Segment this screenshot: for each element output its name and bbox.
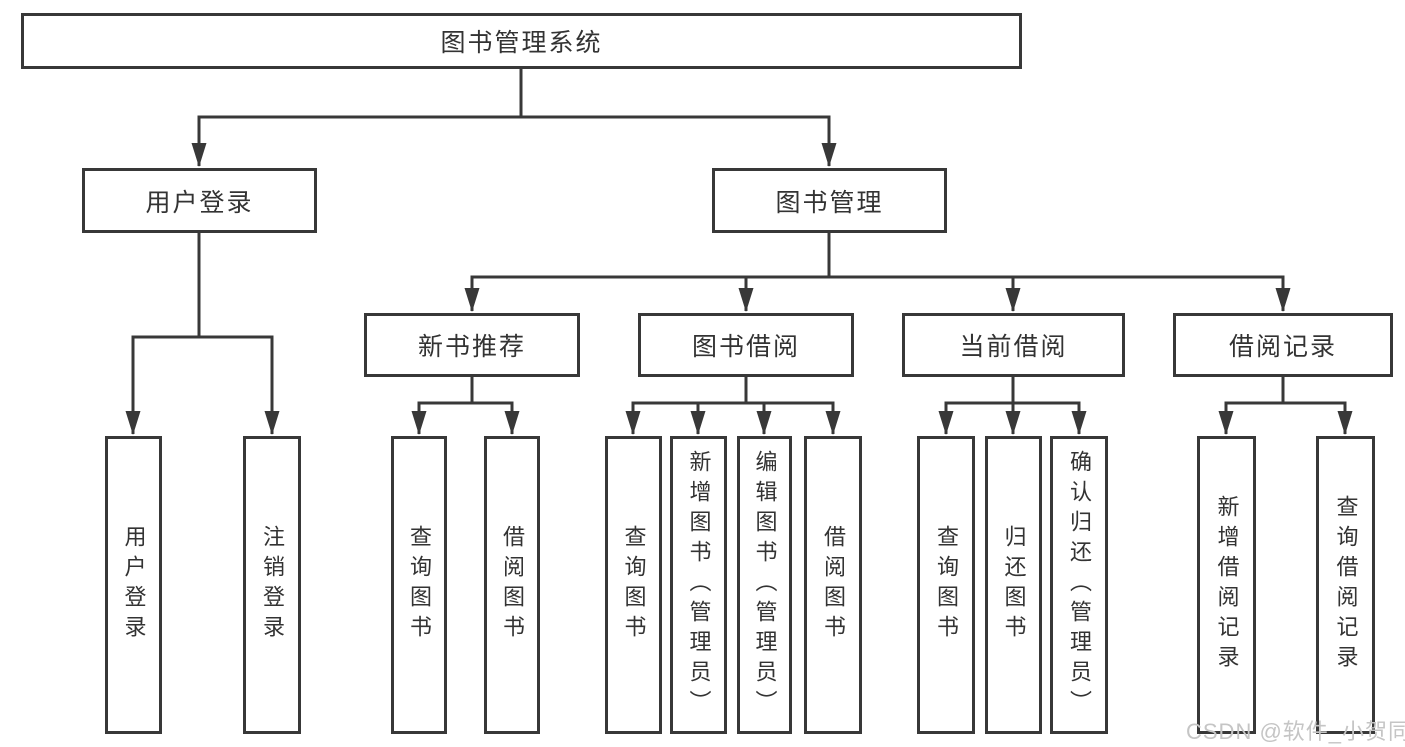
leaf-edit-book-label: 编辑图书（管理员）	[752, 450, 778, 720]
node-borrow-record-label: 借阅记录	[1228, 333, 1337, 361]
leaf-add-borrow-record-label: 新增借阅记录	[1214, 495, 1240, 675]
leaf-borrow-book-recommend-label: 借阅图书	[500, 525, 525, 645]
node-new-book-recommend: 新书推荐	[364, 313, 580, 377]
leaf-query-book-borrow: 查询图书	[605, 436, 662, 734]
leaf-edit-book: 编辑图书（管理员）	[737, 436, 792, 734]
node-new-book-recommend-label: 新书推荐	[417, 333, 526, 361]
leaf-user-login: 用户登录	[105, 436, 162, 734]
leaf-query-borrow-record-label: 查询借阅记录	[1333, 495, 1359, 675]
leaf-logout-label: 注销登录	[260, 525, 285, 645]
leaf-add-book: 新增图书（管理员）	[670, 436, 727, 734]
node-user-login: 用户登录	[82, 168, 317, 233]
leaf-return-book: 归还图书	[985, 436, 1042, 734]
node-book-management-label: 图书管理	[775, 188, 884, 217]
node-book-borrow: 图书借阅	[638, 313, 854, 377]
leaf-add-book-label: 新增图书（管理员）	[686, 450, 712, 720]
node-user-login-label: 用户登录	[145, 188, 254, 217]
connector-group-book-borrow	[625, 377, 841, 435]
leaf-query-book-current: 查询图书	[917, 436, 975, 734]
connector-group-book-mgmt	[464, 233, 1291, 312]
node-book-management: 图书管理	[712, 168, 947, 233]
connector-group-root	[191, 69, 837, 167]
node-book-borrow-label: 图书借阅	[691, 333, 800, 361]
leaf-query-borrow-record: 查询借阅记录	[1316, 436, 1375, 734]
connector-group-user-login	[125, 233, 280, 435]
leaf-borrow-book-label: 借阅图书	[821, 525, 846, 645]
leaf-query-book-recommend: 查询图书	[391, 436, 447, 734]
leaf-query-book-current-label: 查询图书	[934, 525, 959, 645]
node-borrow-record: 借阅记录	[1173, 313, 1393, 377]
leaf-user-login-label: 用户登录	[121, 525, 147, 645]
leaf-return-book-label: 归还图书	[1001, 525, 1027, 645]
leaf-query-book-borrow-label: 查询图书	[621, 525, 647, 645]
leaf-query-book-recommend-label: 查询图书	[407, 525, 432, 645]
node-current-borrow-label: 当前借阅	[959, 333, 1068, 361]
csdn-watermark: CSDN @软件_小贺同学	[1186, 719, 1405, 744]
connector-group-new-book	[411, 377, 520, 435]
node-current-borrow: 当前借阅	[902, 313, 1125, 377]
connector-group-borrow-record	[1218, 377, 1353, 435]
leaf-confirm-return: 确认归还（管理员）	[1050, 436, 1108, 734]
node-root: 图书管理系统	[21, 13, 1022, 69]
leaf-borrow-book-recommend: 借阅图书	[484, 436, 540, 734]
leaf-confirm-return-label: 确认归还（管理员）	[1067, 450, 1092, 720]
leaf-logout: 注销登录	[243, 436, 301, 734]
connector-group-current-borrow	[938, 377, 1087, 435]
node-root-label: 图书管理系统	[440, 29, 603, 57]
leaf-add-borrow-record: 新增借阅记录	[1197, 436, 1256, 734]
leaf-borrow-book: 借阅图书	[804, 436, 862, 734]
